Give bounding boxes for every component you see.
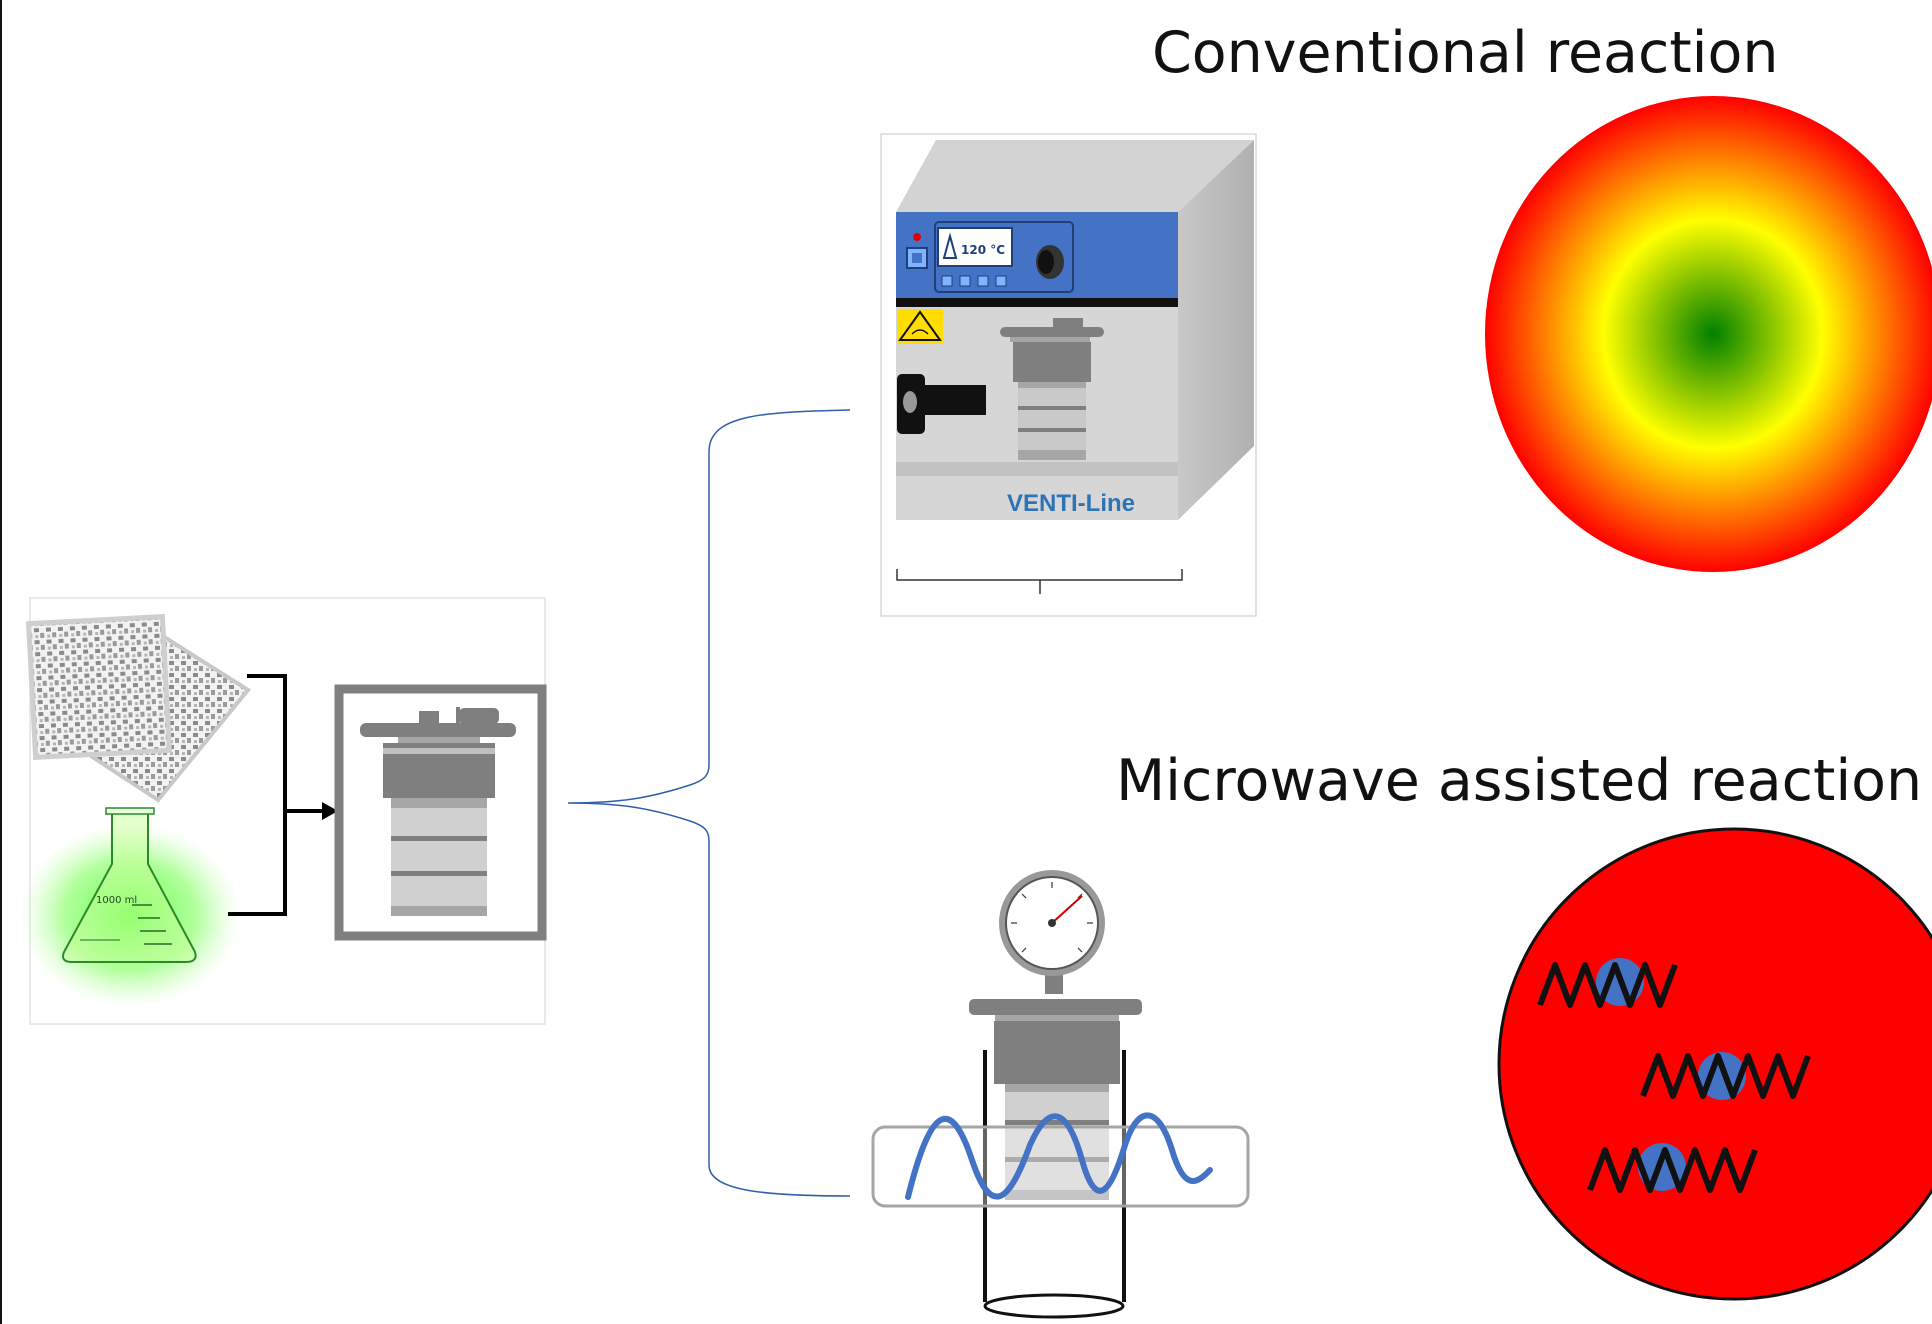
autoclave-icon (334, 684, 547, 941)
merge-arrow (228, 674, 338, 916)
molecule-wave-3 (1587, 1143, 1758, 1193)
microwave-heating-disc (1497, 827, 1932, 1301)
left-border (0, 0, 2, 1324)
starting-materials-panel: 1000 ml (20, 597, 547, 1025)
conventional-heating-gradient-disc (1485, 96, 1932, 572)
conventional-oven-illustration: 120 °C (880, 133, 1257, 617)
microwave-wave-icon (905, 1112, 1213, 1200)
oven-temperature-display: 120 °C (961, 243, 1005, 257)
flask-volume-label: 1000 ml (96, 895, 137, 906)
molecule-wave-1 (1537, 958, 1678, 1008)
branch-connector (567, 409, 851, 1197)
molecule-wave-2 (1640, 1052, 1811, 1100)
mesh-sheets-icon (25, 613, 251, 803)
conventional-reaction-heading: Conventional reaction (1152, 20, 1779, 86)
microwave-reactor-illustration (871, 870, 1250, 1319)
oven-brand-label: VENTI-Line (1007, 490, 1135, 517)
pressure-gauge-icon (999, 870, 1105, 994)
erlenmeyer-flask-icon (20, 807, 240, 1007)
microwave-reaction-heading: Microwave assisted reaction (1116, 748, 1923, 814)
